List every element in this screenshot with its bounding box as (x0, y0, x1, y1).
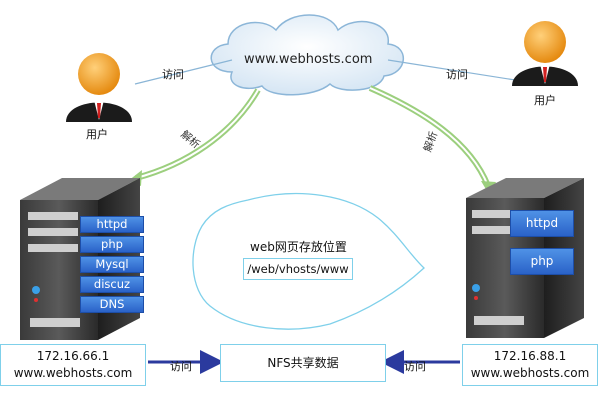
nfs-box: NFS共享数据 (220, 344, 386, 382)
edge-user-left-cloud (134, 59, 233, 85)
edge-label-nfs-right: 访问 (404, 360, 426, 373)
server-left-host: www.webhosts.com (13, 366, 133, 380)
edge-label-user-right: 访问 (446, 68, 468, 81)
service-dns-left: DNS (80, 296, 144, 313)
user-left-icon (66, 53, 132, 122)
edge-label-user-left: 访问 (162, 68, 184, 81)
server-right-host: www.webhosts.com (470, 366, 590, 380)
user-right-icon (512, 21, 578, 86)
service-httpd-left: httpd (80, 216, 144, 233)
cloud-icon (210, 14, 405, 96)
service-httpd-right: httpd (510, 210, 574, 237)
edge-cloud-user-right (387, 59, 516, 81)
user-right-label: 用户 (534, 94, 556, 107)
cloud-domain-label: www.webhosts.com (244, 52, 373, 67)
service-discuz-left: discuz (80, 276, 144, 293)
service-php-right: php (510, 248, 574, 275)
storage-title: web网页存放位置 (250, 240, 347, 254)
server-right-ip: 172.16.88.1 (493, 349, 567, 363)
storage-path-box: /web/vhosts/www (243, 258, 353, 280)
service-php-left: php (80, 236, 144, 253)
server-left-ip: 172.16.66.1 (36, 349, 110, 363)
server-right-address-box: 172.16.88.1 www.webhosts.com (462, 344, 598, 386)
server-left-address-box: 172.16.66.1 www.webhosts.com (0, 344, 146, 386)
user-left-label: 用户 (86, 128, 108, 141)
edge-label-nfs-left: 访问 (170, 360, 192, 373)
service-mysql-left: Mysql (80, 256, 144, 273)
